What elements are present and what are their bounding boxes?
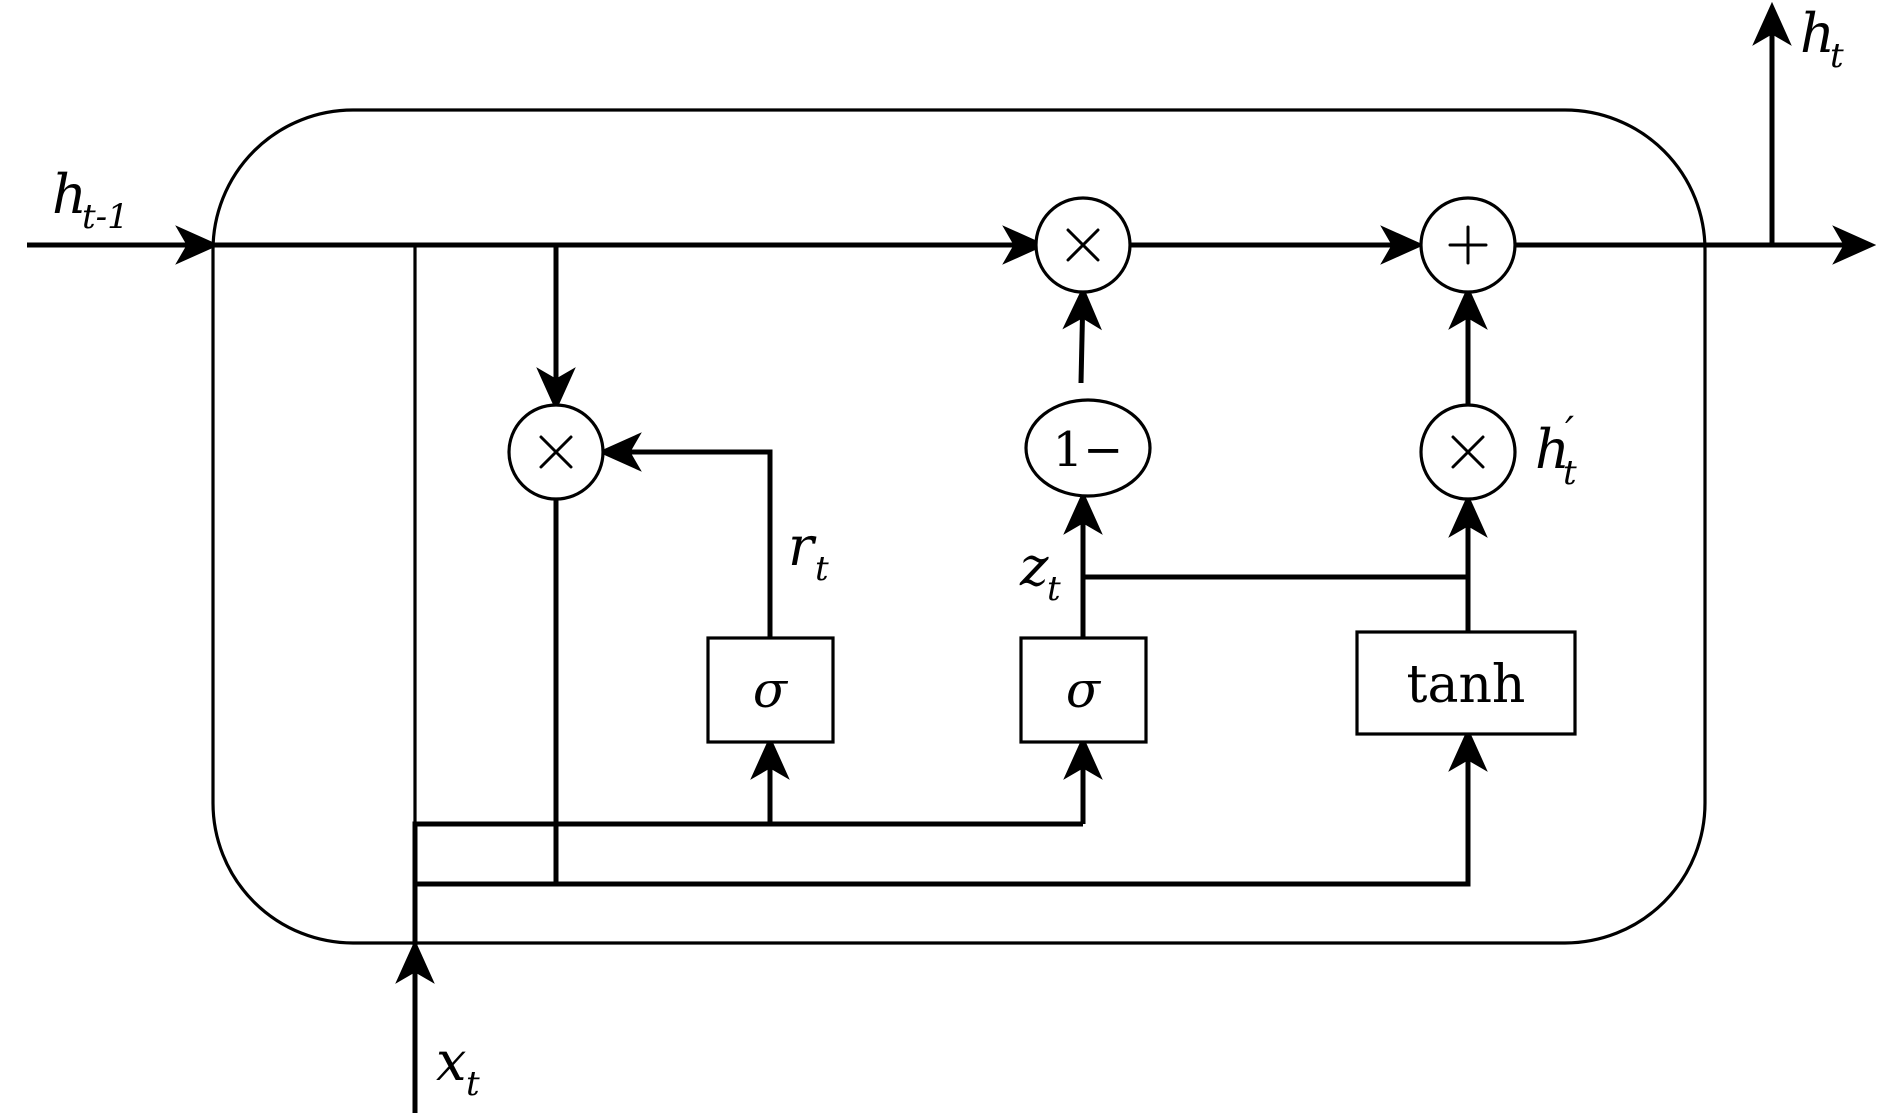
sigma-feed-line: [412, 821, 1083, 884]
svg-text:′: ′: [1565, 409, 1574, 455]
svg-text:x: x: [436, 1030, 466, 1093]
h-prev-label: h t-1: [52, 163, 129, 237]
gru-cell-boundary: [211, 108, 1707, 945]
sigma-z-label: σ: [1066, 661, 1102, 719]
h-out-label: h t: [1800, 2, 1844, 76]
svg-text:h: h: [1535, 418, 1570, 481]
add-node: [1419, 196, 1517, 294]
candidate-h-label: h ′ t: [1535, 409, 1577, 493]
svg-text:h: h: [1800, 2, 1835, 65]
svg-text:r: r: [788, 515, 817, 578]
sigma-z-box: σ: [1019, 636, 1148, 744]
svg-text:t: t: [466, 1064, 480, 1104]
one-minus-to-mult-arrow: [1062, 285, 1102, 384]
update-multiply-node: [1034, 196, 1132, 294]
one-minus-label: 1−: [1053, 422, 1124, 478]
sigma-r-label: σ: [753, 661, 789, 719]
r-gate-label: r t: [788, 515, 829, 589]
svg-text:t: t: [815, 549, 829, 589]
x-input-label: x t: [436, 1030, 480, 1104]
svg-text:t-1: t-1: [82, 197, 129, 237]
tanh-box: tanh: [1355, 630, 1577, 736]
svg-text:h: h: [52, 163, 87, 226]
candidate-multiply-node: [1419, 403, 1517, 501]
tanh-label: tanh: [1407, 655, 1526, 715]
sigma-r-box: σ: [706, 636, 835, 744]
one-minus-node: 1−: [1024, 398, 1152, 498]
svg-text:z: z: [1019, 535, 1049, 598]
svg-text:t: t: [1047, 569, 1061, 609]
r-gate-arrow: [597, 432, 773, 638]
svg-text:t: t: [1563, 453, 1577, 493]
z-gate-label: z t: [1019, 535, 1061, 609]
svg-text:t: t: [1830, 36, 1844, 76]
reset-multiply-node: [507, 403, 605, 501]
tanh-feed-line: [415, 727, 1488, 887]
